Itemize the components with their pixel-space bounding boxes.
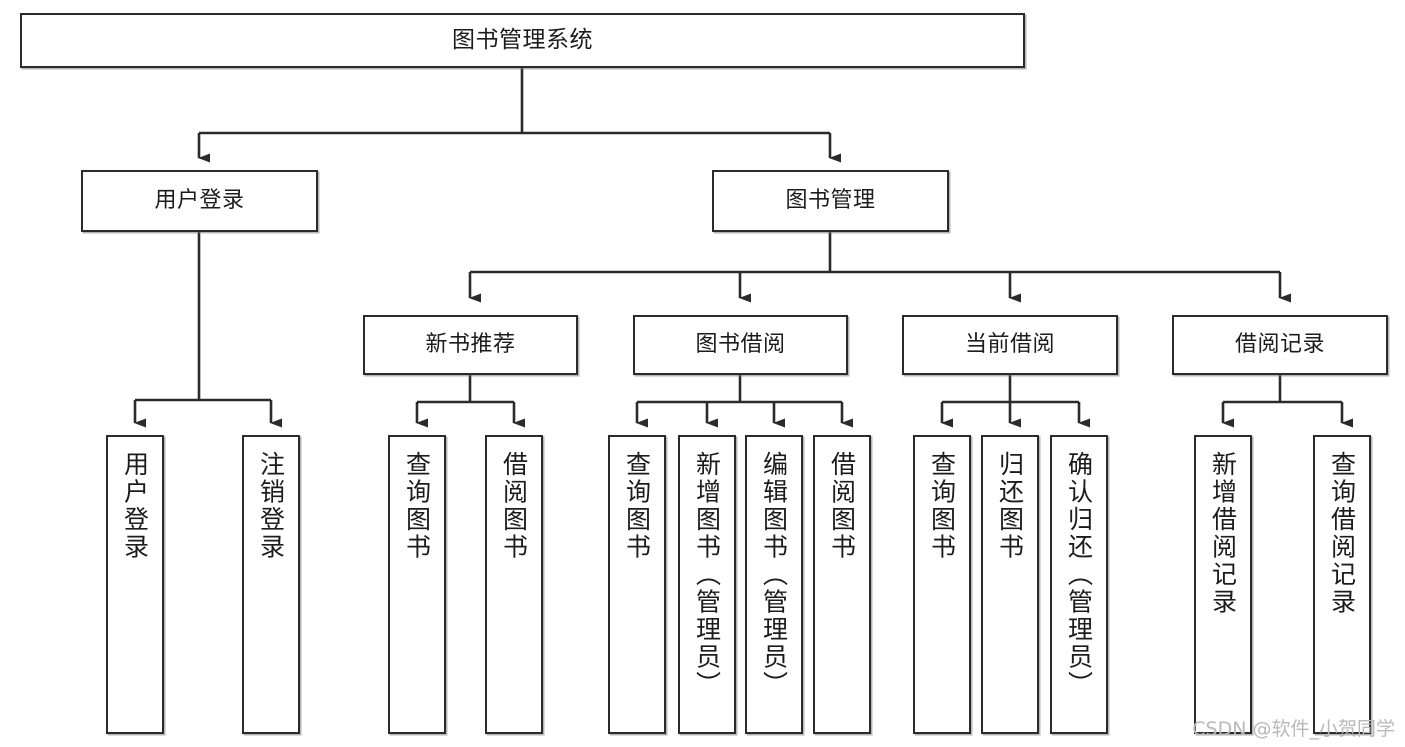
node-label: 新增借阅记录 — [1208, 451, 1238, 616]
node-label: 用户登录 — [154, 188, 245, 214]
node-label: 图书借阅 — [695, 332, 786, 358]
node-label: 查询图书 — [402, 451, 432, 561]
node-label: 用户登录 — [120, 451, 150, 561]
node-label: 当前借阅 — [964, 332, 1055, 358]
node-label: 查询图书 — [622, 451, 652, 561]
node-borrow-record[interactable]: 借阅记录 — [1172, 315, 1388, 375]
node-label: 编辑图书（管理员） — [759, 451, 789, 699]
leaf-new-book-query[interactable]: 查询图书 — [388, 435, 446, 734]
leaf-current-confirm-return-admin[interactable]: 确认归还（管理员） — [1050, 435, 1108, 734]
leaf-user-login-signout[interactable]: 注销登录 — [242, 435, 300, 734]
node-label: 归还图书 — [995, 451, 1025, 561]
node-label: 新书推荐 — [425, 332, 516, 358]
leaf-current-query-book[interactable]: 查询图书 — [913, 435, 971, 734]
node-label: 借阅记录 — [1234, 332, 1325, 358]
node-user-login[interactable]: 用户登录 — [81, 170, 318, 232]
node-book-management[interactable]: 图书管理 — [712, 170, 949, 232]
node-label: 注销登录 — [256, 451, 286, 561]
node-label: 图书管理 — [785, 188, 876, 214]
leaf-current-return-book[interactable]: 归还图书 — [981, 435, 1039, 734]
node-root-system[interactable]: 图书管理系统 — [20, 13, 1025, 68]
node-label: 查询图书 — [927, 451, 957, 561]
leaf-user-login-signin[interactable]: 用户登录 — [106, 435, 164, 734]
csdn-watermark: CSDN @软件_小贺同学 — [1192, 718, 1395, 740]
leaf-borrow-edit-book-admin[interactable]: 编辑图书（管理员） — [745, 435, 803, 734]
node-new-book-recommend[interactable]: 新书推荐 — [363, 315, 578, 375]
leaf-borrow-add-book-admin[interactable]: 新增图书（管理员） — [678, 435, 736, 734]
node-label: 图书管理系统 — [452, 26, 593, 53]
node-label: 新增图书（管理员） — [692, 451, 722, 699]
node-label: 查询借阅记录 — [1327, 451, 1357, 616]
leaf-borrow-query-book[interactable]: 查询图书 — [608, 435, 666, 734]
node-label: 确认归还（管理员） — [1064, 451, 1094, 699]
leaf-new-book-borrow[interactable]: 借阅图书 — [485, 435, 543, 734]
leaf-record-query-record[interactable]: 查询借阅记录 — [1313, 435, 1371, 734]
leaf-record-add-record[interactable]: 新增借阅记录 — [1194, 435, 1252, 734]
node-current-borrow[interactable]: 当前借阅 — [902, 315, 1118, 375]
leaf-borrow-borrow-book[interactable]: 借阅图书 — [813, 435, 871, 734]
node-label: 借阅图书 — [827, 451, 857, 561]
node-label: 借阅图书 — [499, 451, 529, 561]
node-book-borrow[interactable]: 图书借阅 — [633, 315, 848, 375]
